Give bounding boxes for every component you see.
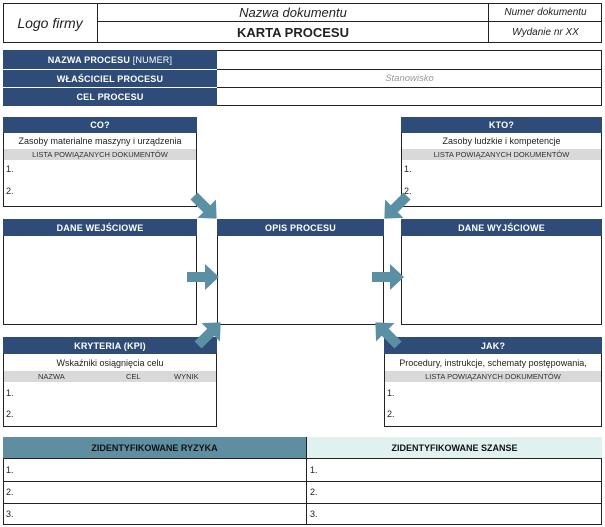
header-table	[3, 3, 602, 43]
inputs-title: DANE WEJŚCIOWE	[3, 219, 197, 236]
co-item-2: 2.	[6, 186, 14, 196]
kpi-col-target: CEL	[126, 372, 141, 381]
co-list-header: LISTA POWIĄZANYCH DOKUMENTÓW	[4, 149, 196, 160]
risk-row-divider	[3, 503, 602, 504]
doc-number-cell: Numer dokumentu	[489, 3, 602, 22]
card-title-cell: KARTA PROCESU	[98, 22, 489, 43]
kto-subtitle: Zasoby ludzkie i kompetencje	[442, 136, 561, 146]
doc-name: Nazwa dokumentu	[239, 4, 347, 20]
process-owner-label: WŁAŚCICIEL PROCESU	[3, 69, 217, 87]
description-title: OPIS PROCESU	[217, 219, 384, 236]
kto-title: KTO?	[401, 117, 602, 133]
risk-item-1: 1.	[6, 465, 14, 475]
doc-number: Numer dokumentu	[504, 6, 587, 18]
risks-column-divider	[306, 459, 307, 525]
jak-list-header: LISTA POWIĄZANYCH DOKUMENTÓW	[385, 371, 601, 382]
kpi-item-2: 2.	[6, 409, 14, 419]
process-name-suffix: [NUMER]	[132, 54, 173, 65]
risks-title: ZIDENTYFIKOWANE RYZYKA	[3, 437, 307, 459]
card-title: KARTA PROCESU	[237, 25, 349, 40]
process-owner-value: Stanowisko	[385, 72, 434, 84]
co-item-1: 1.	[6, 164, 14, 174]
risk-item-2: 2.	[6, 487, 14, 497]
kto-item-2: 2.	[404, 186, 412, 196]
jak-item-2: 2.	[387, 409, 395, 419]
process-row-divider	[217, 87, 602, 88]
kto-list-header: LISTA POWIĄZANYCH DOKUMENTÓW	[402, 149, 601, 160]
jak-item-1: 1.	[387, 388, 395, 398]
jak-subtitle: Procedury, instrukcje, schematy postępow…	[399, 357, 587, 368]
kpi-col-result: WYNIK	[174, 372, 199, 381]
kpi-columns-header: NAZWA CEL WYNIK	[4, 371, 216, 382]
logo-cell: Logo firmy	[3, 3, 98, 43]
risk-item-3: 3.	[6, 509, 14, 519]
opportunity-item-3: 3.	[310, 509, 318, 519]
kpi-col-name: NAZWA	[38, 372, 65, 381]
jak-title: JAK?	[384, 337, 602, 354]
process-row-divider	[217, 69, 602, 70]
process-goal-label: CEL PROCESU	[3, 87, 217, 106]
process-name-label: NAZWA PROCESU [NUMER]	[3, 50, 217, 69]
edition: Wydanie nr XX	[512, 27, 579, 38]
kpi-subtitle: Wskaźniki osiągnięcia celu	[56, 357, 164, 368]
opportunity-item-2: 2.	[310, 487, 318, 497]
kpi-title: KRYTERIA (KPI)	[3, 337, 217, 354]
edition-cell: Wydanie nr XX	[489, 22, 602, 43]
opportunities-title: ZIDENTYFIKOWANE SZANSE	[307, 437, 602, 459]
co-title: CO?	[3, 117, 197, 133]
doc-name-cell: Nazwa dokumentu	[98, 3, 489, 22]
kpi-item-1: 1.	[6, 388, 14, 398]
opportunity-item-1: 1.	[310, 465, 318, 475]
outputs-title: DANE WYJŚCIOWE	[401, 219, 602, 236]
kto-item-1: 1.	[404, 164, 412, 174]
logo-text: Logo firmy	[17, 15, 83, 31]
risk-row-divider	[3, 481, 602, 482]
co-subtitle: Zasoby materialne maszyny i urządzenia	[18, 136, 182, 146]
